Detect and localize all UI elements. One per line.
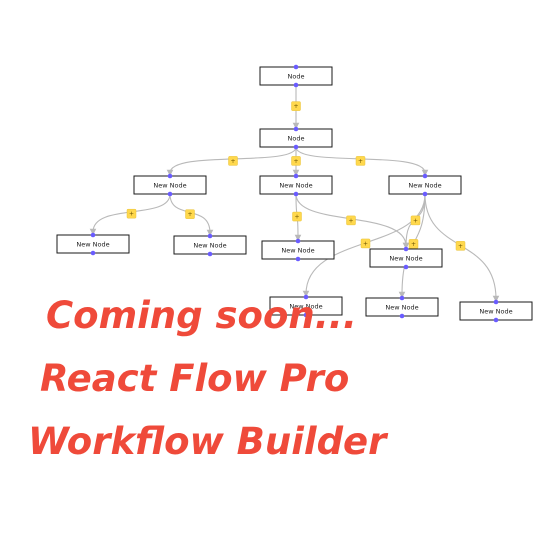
source-handle[interactable] (207, 251, 213, 257)
target-handle[interactable] (293, 126, 299, 132)
source-handle[interactable] (90, 250, 96, 256)
target-handle[interactable] (293, 64, 299, 70)
plus-icon: + (230, 158, 235, 165)
source-handle[interactable] (422, 191, 428, 197)
add-node-button-bg (410, 215, 421, 226)
promo-product-name: React Flow Pro (40, 357, 350, 400)
add-node-button[interactable]: + (291, 156, 301, 166)
flow-node-label: New Node (385, 303, 418, 311)
add-node-button[interactable]: + (408, 239, 419, 249)
flow-node-label: New Node (289, 302, 322, 310)
add-node-button-bg (346, 215, 356, 226)
flow-node-label: Node (288, 72, 305, 80)
flow-node[interactable]: Node (259, 126, 333, 150)
add-node-button[interactable]: + (292, 211, 302, 222)
add-node-button-bg (228, 156, 238, 166)
source-handle[interactable] (303, 312, 309, 318)
target-handle[interactable] (90, 232, 96, 238)
flow-node[interactable]: New Node (459, 299, 533, 323)
flow-node[interactable]: New Node (259, 173, 333, 197)
flow-node-label: New Node (279, 181, 312, 189)
plus-icon: + (129, 211, 134, 218)
source-handle[interactable] (293, 144, 299, 150)
plus-icon: + (294, 214, 299, 221)
target-handle[interactable] (167, 173, 173, 179)
flow-node-label: Node (288, 134, 305, 142)
flow-node[interactable]: New Node (269, 294, 343, 318)
flow-node[interactable]: New Node (56, 232, 130, 256)
add-node-button-bg (126, 208, 137, 219)
flow-node[interactable]: New Node (261, 238, 335, 262)
promo-coming-soon: Coming soon... (46, 294, 357, 337)
add-node-button[interactable]: + (355, 156, 366, 166)
add-node-button[interactable]: + (126, 208, 137, 219)
plus-icon: + (348, 217, 353, 224)
source-handle[interactable] (293, 82, 299, 88)
target-handle[interactable] (422, 173, 428, 179)
flow-node[interactable]: New Node (369, 246, 443, 270)
flow-node-label: New Node (153, 181, 186, 189)
source-handle[interactable] (399, 313, 405, 319)
target-handle[interactable] (303, 294, 309, 300)
flow-node-label: New Node (389, 254, 422, 262)
flow-node[interactable]: New Node (388, 173, 462, 197)
add-node-button-bg (292, 211, 302, 222)
flow-node-label: New Node (193, 241, 226, 249)
target-handle[interactable] (399, 295, 405, 301)
add-node-button[interactable]: + (410, 215, 421, 226)
add-node-button-bg (455, 241, 466, 251)
add-node-button-bg (408, 239, 419, 249)
plus-icon: + (358, 158, 363, 165)
add-node-button[interactable]: + (185, 209, 195, 219)
target-handle[interactable] (493, 299, 499, 305)
add-node-button[interactable]: + (228, 156, 238, 166)
source-handle[interactable] (403, 264, 409, 270)
add-node-button-bg (360, 238, 371, 249)
target-handle[interactable] (295, 238, 301, 244)
flow-node-label: New Node (479, 307, 512, 315)
add-node-button-bg (185, 209, 195, 219)
target-handle[interactable] (403, 246, 409, 252)
plus-icon: + (411, 241, 416, 248)
source-handle[interactable] (167, 191, 173, 197)
flow-node[interactable]: New Node (365, 295, 439, 319)
add-node-button[interactable]: + (291, 101, 301, 111)
source-handle[interactable] (493, 317, 499, 323)
flow-node-label: New Node (408, 181, 441, 189)
plus-icon: + (363, 240, 368, 247)
add-node-button[interactable]: + (346, 215, 356, 226)
flow-node[interactable]: Node (259, 64, 333, 88)
target-handle[interactable] (207, 233, 213, 239)
source-handle[interactable] (295, 256, 301, 262)
add-node-button-bg (355, 156, 366, 166)
add-node-button[interactable]: + (360, 238, 371, 249)
plus-icon: + (187, 211, 192, 218)
add-buttons-layer: + + + + + + + + + + + + (126, 101, 466, 251)
add-node-button-bg (291, 101, 301, 111)
promo-feature-name: Workflow Builder (28, 420, 387, 463)
flow-node-label: New Node (76, 240, 109, 248)
plus-icon: + (458, 243, 463, 250)
plus-icon: + (293, 103, 298, 110)
plus-icon: + (293, 158, 298, 165)
flow-node-label: New Node (281, 246, 314, 254)
add-node-button-bg (291, 156, 301, 166)
plus-icon: + (413, 217, 418, 224)
target-handle[interactable] (293, 173, 299, 179)
add-node-button[interactable]: + (455, 241, 466, 251)
flow-node[interactable]: New Node (133, 173, 207, 197)
source-handle[interactable] (293, 191, 299, 197)
flow-node[interactable]: New Node (173, 233, 247, 257)
